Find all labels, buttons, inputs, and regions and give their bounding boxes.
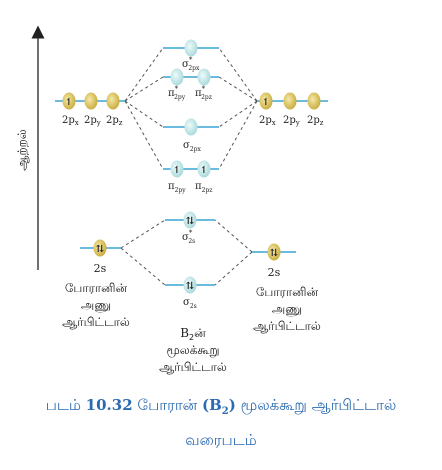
sigma2px-star-label: σ*2px (182, 56, 200, 72)
left-2s-orbital: ⇅ (93, 239, 107, 257)
right-2px-label: 2px (259, 115, 276, 127)
sigma2s-star-label: σ*2s (182, 229, 195, 245)
svg-text:B2ன்: B2ன் (180, 326, 206, 342)
right-atom-label: போரானின் அணு ஆர்பிட்டால் (253, 285, 321, 333)
svg-text:⇅: ⇅ (186, 216, 194, 227)
left-2py-label: 2py (84, 115, 101, 127)
sigma2s-orbital: ⇅ (183, 276, 197, 294)
svg-text:ஆர்பிட்டால்: ஆர்பிட்டால் (62, 315, 130, 329)
left-2py-orbital (84, 92, 98, 110)
svg-text:⇅: ⇅ (270, 248, 278, 259)
correlation-lines (120, 47, 258, 286)
sigma2px-star-orbital (184, 39, 198, 57)
molecule-label: B2ன் மூலக்கூறு ஆர்பிட்டால் (159, 326, 227, 374)
right-2px-orbital: ↿ (259, 92, 273, 110)
right-2py-label: 2py (283, 115, 300, 127)
pi2pz-star-orbital (197, 68, 211, 86)
svg-text:போரானின்: போரானின் (256, 285, 319, 299)
left-2px-orbital: ↿ (62, 92, 76, 110)
pi2py-star-orbital (170, 68, 184, 86)
right-2s-orbital: ⇅ (267, 243, 281, 261)
left-atom-label: போரானின் அணு ஆர்பிட்டால் (62, 281, 130, 329)
mo-diagram: ஆற்றல் ↿ 2px 2py 2pz ↿ 2px 2py 2pz σ*2px (15, 25, 328, 374)
svg-text:ஆர்பிட்டால்: ஆர்பிட்டால் (253, 319, 321, 333)
figure-caption: படம் 10.32 போரான் (B2) மூலக்கூறு ஆர்பிட்… (45, 396, 397, 417)
right-2s-label: 2s (268, 266, 281, 279)
right-2pz-orbital (307, 92, 321, 110)
pi2py-label: π2py (168, 181, 186, 194)
right-2pz-label: 2pz (307, 115, 324, 127)
svg-text:↿: ↿ (65, 97, 73, 108)
left-2px-label: 2px (62, 115, 79, 127)
svg-text:⇅: ⇅ (96, 244, 104, 255)
sigma2px-label: σ2px (183, 140, 201, 153)
svg-text:ஆர்பிட்டால்: ஆர்பிட்டால் (159, 360, 227, 374)
right-2py-orbital (283, 92, 297, 110)
left-2pz-label: 2pz (106, 115, 123, 127)
svg-text:↿: ↿ (173, 165, 181, 176)
left-2s-label: 2s (94, 262, 107, 275)
sigma2px-orbital (184, 118, 198, 136)
svg-text:மூலக்கூறு: மூலக்கூறு (167, 343, 220, 358)
pi2pz-label: π2pz (195, 181, 212, 194)
pi2pz-star-label: π*2pz (195, 85, 212, 101)
svg-text:↿: ↿ (262, 97, 270, 108)
pi2py-orbital: ↿ (170, 160, 184, 178)
sigma2s-star-orbital: ⇅ (183, 211, 197, 229)
left-2pz-orbital (106, 92, 120, 110)
sigma2s-label: σ2s (183, 297, 197, 310)
energy-axis-label: ஆற்றல் (15, 129, 29, 171)
svg-text:⇅: ⇅ (186, 281, 194, 292)
svg-text:அணு: அணு (272, 302, 302, 317)
svg-text:↿: ↿ (200, 165, 208, 176)
pi2py-star-label: π*2py (168, 85, 186, 101)
svg-text:அணு: அணு (81, 298, 111, 313)
figure-caption-line2: வரைபடம் (185, 431, 257, 449)
svg-text:போரானின்: போரானின் (65, 281, 128, 295)
pi2pz-orbital: ↿ (197, 160, 211, 178)
